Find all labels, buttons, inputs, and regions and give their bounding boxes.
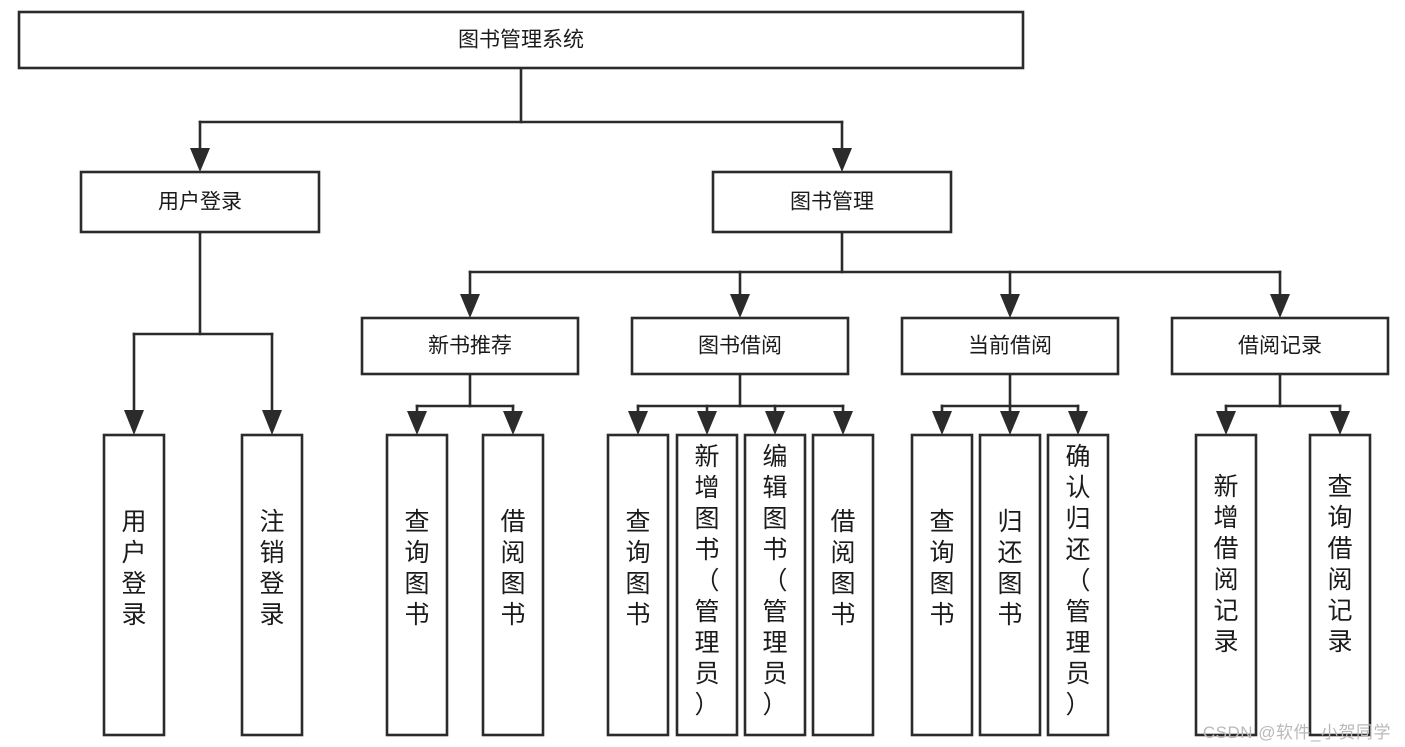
connector-userlogin-to-leaves: [124, 230, 282, 435]
arrow-icon: [628, 411, 648, 435]
node-label: 用户登录: [158, 191, 242, 214]
arrow-icon: [1000, 411, 1020, 435]
node-leaf-borrow-book-1[interactable]: 借阅图书: [481, 433, 545, 737]
arrow-icon: [765, 411, 785, 435]
node-label: 图书借阅: [698, 335, 782, 358]
arrow-icon: [407, 411, 427, 435]
arrow-icon: [832, 148, 852, 172]
node-leaf-logout[interactable]: 注销登录: [240, 433, 304, 737]
arrow-icon: [1330, 411, 1350, 435]
arrow-icon: [932, 411, 952, 435]
node-new-book-recommend[interactable]: 新书推荐: [360, 316, 580, 376]
arrow-icon: [730, 294, 750, 318]
node-label: 查询图书: [404, 508, 429, 629]
node-user-login[interactable]: 用户登录: [79, 170, 321, 234]
arrow-icon: [1068, 411, 1088, 435]
node-label: 归还图书: [997, 508, 1022, 629]
node-leaf-add-borrow-record[interactable]: 新增借阅记录: [1194, 433, 1258, 737]
node-label: 查询借阅记录: [1327, 473, 1352, 656]
node-label: 查询图书: [625, 508, 650, 629]
node-book-management[interactable]: 图书管理: [711, 170, 953, 234]
arrow-icon: [124, 410, 144, 435]
node-label: 新增借阅记录: [1213, 473, 1238, 656]
arrow-icon: [1216, 411, 1236, 435]
watermark-text: CSDN @软件_小贺同学: [1202, 723, 1391, 742]
node-label: 图书管理系统: [458, 29, 584, 52]
node-leaf-return-book[interactable]: 归还图书: [978, 433, 1042, 737]
node-root-system[interactable]: 图书管理系统: [17, 10, 1025, 70]
node-leaf-query-book-1[interactable]: 查询图书: [385, 433, 449, 737]
connector-newbook-to-leaves: [407, 372, 523, 435]
arrow-icon: [1000, 294, 1020, 318]
connector-record-to-leaves: [1216, 372, 1350, 435]
node-label: 注销登录: [259, 508, 284, 629]
node-label: 编辑图书（管理员）: [762, 443, 787, 719]
node-borrow-record[interactable]: 借阅记录: [1170, 316, 1390, 376]
node-book-borrow[interactable]: 图书借阅: [630, 316, 850, 376]
arrow-icon: [697, 411, 717, 435]
node-label: 借阅记录: [1238, 335, 1322, 358]
node-label: 借阅图书: [830, 508, 855, 629]
connector-bookmgmt-to-level3: [460, 230, 1290, 318]
node-leaf-query-book-2[interactable]: 查询图书: [606, 433, 670, 737]
arrow-icon: [460, 294, 480, 318]
node-label: 当前借阅: [968, 335, 1052, 358]
arrow-icon: [262, 410, 282, 435]
node-label: 新增图书（管理员）: [694, 443, 719, 719]
node-leaf-user-login[interactable]: 用户登录: [102, 433, 166, 737]
node-label: 确认归还（管理员）: [1065, 443, 1090, 719]
node-label: 用户登录: [121, 508, 146, 629]
node-label: 查询图书: [929, 508, 954, 629]
node-label: 新书推荐: [428, 335, 512, 358]
arrow-icon: [833, 411, 853, 435]
connector-current-to-leaves: [932, 372, 1088, 435]
connector-borrow-to-leaves: [628, 372, 853, 435]
node-leaf-borrow-book-2[interactable]: 借阅图书: [811, 433, 875, 737]
node-label: 图书管理: [790, 191, 874, 214]
node-leaf-edit-book-admin[interactable]: 编辑图书（管理员）: [743, 433, 807, 737]
connector-root-to-level2: [190, 66, 852, 172]
node-label: 借阅图书: [500, 508, 525, 629]
node-leaf-query-book-3[interactable]: 查询图书: [910, 433, 974, 737]
arrow-icon: [503, 411, 523, 435]
node-current-borrow[interactable]: 当前借阅: [900, 316, 1120, 376]
node-leaf-confirm-return-admin[interactable]: 确认归还（管理员）: [1046, 433, 1110, 737]
node-leaf-add-book-admin[interactable]: 新增图书（管理员）: [675, 433, 739, 737]
arrow-icon: [190, 148, 210, 172]
arrow-icon: [1270, 294, 1290, 318]
node-leaf-query-borrow-record[interactable]: 查询借阅记录: [1308, 433, 1372, 737]
